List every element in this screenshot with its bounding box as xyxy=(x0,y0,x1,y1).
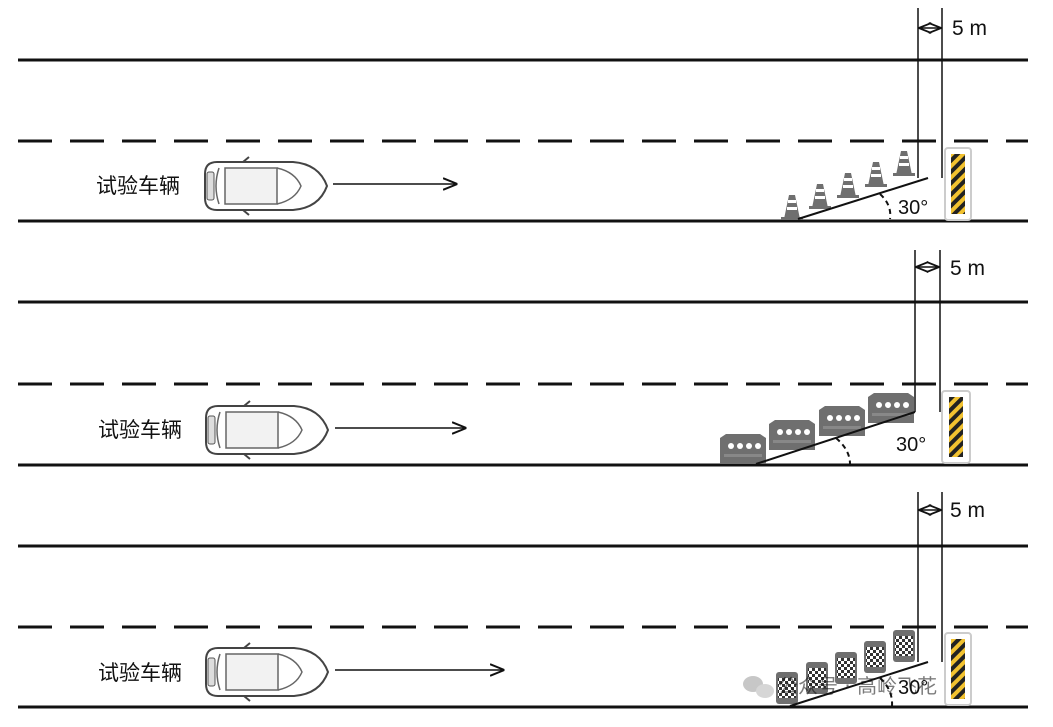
warning-post-icon xyxy=(941,390,971,464)
taper-line xyxy=(797,177,929,220)
traffic-cone xyxy=(809,184,831,209)
wechat-icon xyxy=(743,676,774,698)
checkered-drum xyxy=(864,641,886,673)
vehicle-label: 试验车辆 xyxy=(98,661,182,685)
water-barrier xyxy=(868,393,914,423)
vehicle-label: 试验车辆 xyxy=(98,418,182,442)
checkered-drum xyxy=(835,652,857,684)
test-vehicle-icon xyxy=(205,642,330,702)
angle-arc xyxy=(879,193,892,220)
test-vehicle-icon xyxy=(205,400,330,460)
traffic-cone xyxy=(893,151,915,176)
traffic-cone-row xyxy=(781,151,915,220)
angle-arc xyxy=(879,677,894,707)
scenario-panel-water-barriers: 试验车辆 30° 5 m xyxy=(18,250,1028,467)
taper-line xyxy=(789,661,929,707)
traffic-cone xyxy=(865,162,887,187)
angle-label: 30° xyxy=(898,677,928,699)
water-barrier-row xyxy=(720,393,914,464)
angle-arc xyxy=(835,437,851,465)
traffic-cone xyxy=(781,195,803,220)
warning-post-icon xyxy=(944,632,972,706)
warning-post-icon xyxy=(944,147,972,221)
scenario-panel-drums: 试验车辆 30° 5 m xyxy=(18,492,1028,709)
checkered-drum xyxy=(776,672,798,704)
vehicle-label: 试验车辆 xyxy=(96,174,180,198)
checkered-drum xyxy=(806,662,828,694)
checkered-drum xyxy=(893,630,915,662)
water-barrier xyxy=(720,434,766,464)
watermark-text: 公众号 · 高岭飞花 xyxy=(778,674,937,698)
angle-label: 30° xyxy=(898,197,928,219)
offset-label: 5 m xyxy=(952,17,987,40)
scenario-panel-cones: 试验车辆 30° 5 m xyxy=(18,8,1028,223)
taper-line xyxy=(755,411,916,465)
angle-label: 30° xyxy=(896,434,926,456)
water-barrier xyxy=(819,406,865,436)
offset-label: 5 m xyxy=(950,257,985,280)
test-vehicle-icon xyxy=(204,156,329,216)
traffic-cone xyxy=(837,173,859,198)
watermark: 公众号 · 高岭飞花 xyxy=(743,674,937,698)
drum-row xyxy=(776,630,915,704)
water-barrier xyxy=(769,420,815,450)
offset-label: 5 m xyxy=(950,499,985,522)
